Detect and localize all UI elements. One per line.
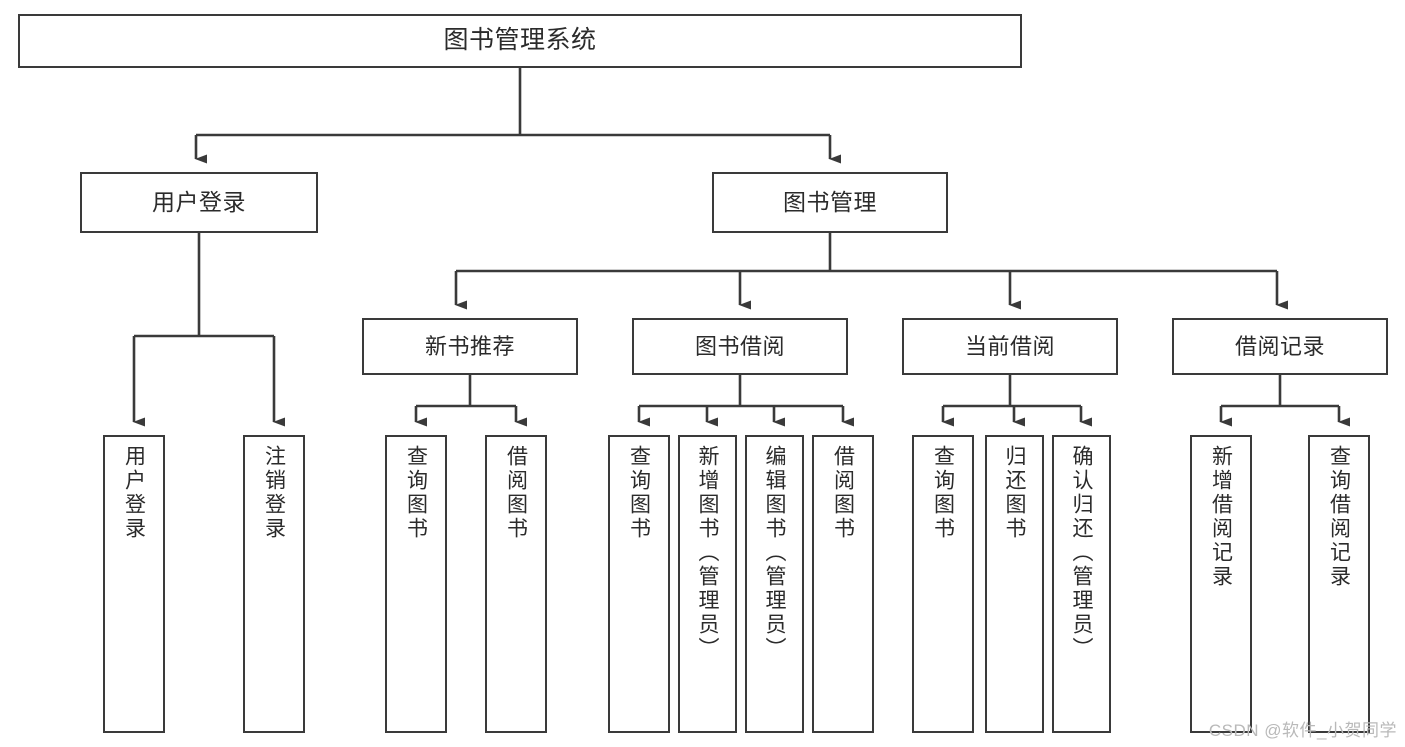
node-label: 用户登录 xyxy=(122,445,146,541)
node-label: 编辑图书（管理员） xyxy=(763,445,786,661)
node-user-login[interactable]: 用户登录 xyxy=(80,172,318,233)
node-label: 新增图书（管理员） xyxy=(696,445,719,661)
node-label: 查询图书 xyxy=(627,445,651,541)
node-label: 借阅图书 xyxy=(504,445,528,541)
node-label: 图书借阅 xyxy=(694,333,785,359)
node-current-borrow[interactable]: 当前借阅 xyxy=(902,318,1118,375)
node-label: 新增借阅记录 xyxy=(1209,445,1233,589)
node-leaf-borrow-book-1[interactable]: 借阅图书 xyxy=(485,435,547,733)
node-borrow-record[interactable]: 借阅记录 xyxy=(1172,318,1388,375)
node-leaf-add-record[interactable]: 新增借阅记录 xyxy=(1190,435,1252,733)
node-label: 图书管理系统 xyxy=(443,26,597,55)
node-leaf-return-book[interactable]: 归还图书 xyxy=(985,435,1044,733)
node-label: 借阅图书 xyxy=(831,445,855,541)
node-leaf-query-book-2[interactable]: 查询图书 xyxy=(608,435,670,733)
node-label: 查询借阅记录 xyxy=(1327,445,1351,589)
node-label: 图书管理 xyxy=(783,188,877,215)
node-leaf-query-book-1[interactable]: 查询图书 xyxy=(385,435,447,733)
node-label: 新书推荐 xyxy=(424,333,515,359)
node-leaf-logout[interactable]: 注销登录 xyxy=(243,435,305,733)
node-leaf-query-book-3[interactable]: 查询图书 xyxy=(912,435,974,733)
node-leaf-add-book[interactable]: 新增图书（管理员） xyxy=(678,435,737,733)
node-label: 查询图书 xyxy=(931,445,955,541)
node-label: 确认归还（管理员） xyxy=(1070,445,1093,661)
node-leaf-confirm-return[interactable]: 确认归还（管理员） xyxy=(1052,435,1111,733)
node-leaf-query-record[interactable]: 查询借阅记录 xyxy=(1308,435,1370,733)
node-book-borrow[interactable]: 图书借阅 xyxy=(632,318,848,375)
node-label: 借阅记录 xyxy=(1234,333,1325,359)
node-leaf-user-login[interactable]: 用户登录 xyxy=(103,435,165,733)
watermark-text: CSDN @软件_小贺同学 xyxy=(1208,721,1397,740)
node-label: 用户登录 xyxy=(152,188,246,215)
node-label: 归还图书 xyxy=(1003,445,1026,541)
node-label: 当前借阅 xyxy=(964,333,1055,359)
node-leaf-edit-book[interactable]: 编辑图书（管理员） xyxy=(745,435,804,733)
node-root[interactable]: 图书管理系统 xyxy=(18,14,1022,68)
node-label: 查询图书 xyxy=(404,445,428,541)
node-leaf-borrow-book-2[interactable]: 借阅图书 xyxy=(812,435,874,733)
node-new-book-recommend[interactable]: 新书推荐 xyxy=(362,318,578,375)
node-book-manage[interactable]: 图书管理 xyxy=(712,172,948,233)
node-label: 注销登录 xyxy=(262,445,286,541)
